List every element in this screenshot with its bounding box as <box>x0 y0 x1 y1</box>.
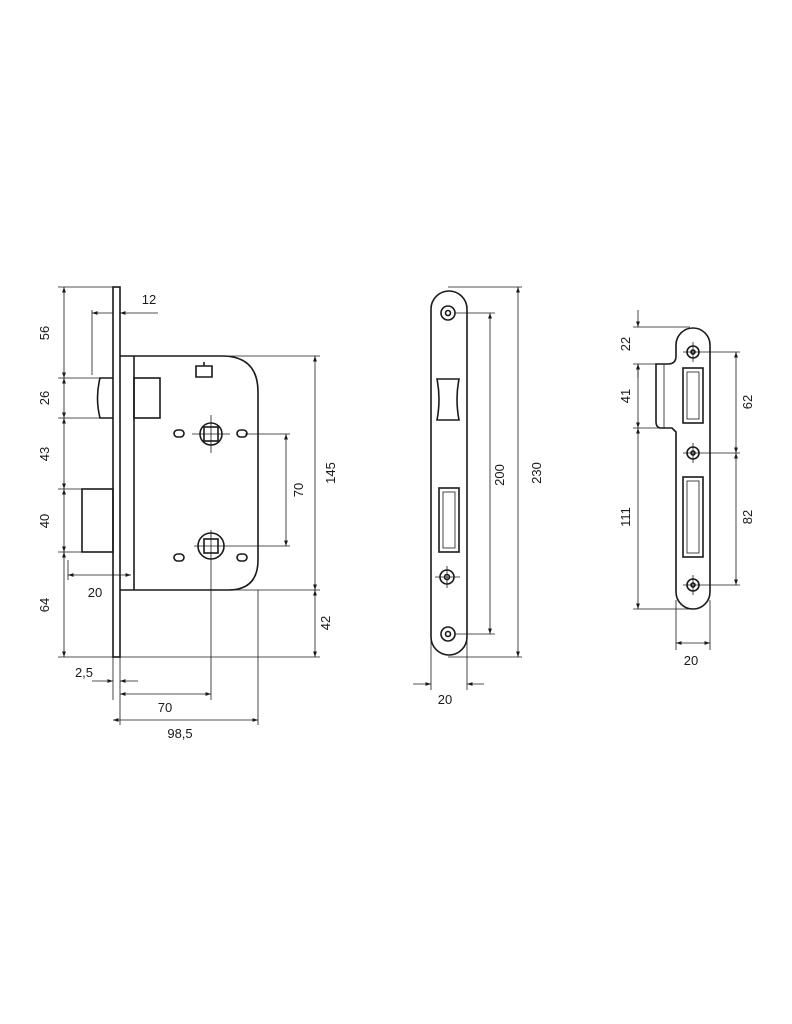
dim-200: 200 <box>492 464 507 486</box>
dim-22: 22 <box>618 337 633 351</box>
dim-20-faceplate: 20 <box>438 692 452 707</box>
turn-hub <box>194 530 290 700</box>
dimension-lines-bottom <box>92 679 258 722</box>
faceplate-dimension-lines <box>413 287 520 686</box>
strike-screw-hole <box>683 443 740 463</box>
latch-bolt-inner <box>133 377 161 419</box>
slot-hole <box>236 429 248 438</box>
slot-hole <box>236 553 248 562</box>
slot-hole <box>173 429 185 438</box>
dim-41: 41 <box>618 389 633 403</box>
dim-40: 40 <box>37 514 52 528</box>
dead-bolt <box>81 488 114 553</box>
dim-230: 230 <box>529 462 544 484</box>
dimension-lines-right <box>284 356 317 657</box>
extension-lines <box>58 286 320 725</box>
latch-bolt <box>96 377 113 419</box>
faceplate-outline <box>430 290 468 656</box>
strike-dimension-lines <box>636 310 738 645</box>
dim-82: 82 <box>740 510 755 524</box>
dim-43: 43 <box>37 447 52 461</box>
follower-hub <box>192 415 230 453</box>
strike-plate-view: 22 41 111 62 82 20 <box>618 310 755 668</box>
slot-hole <box>173 553 185 562</box>
dim-20-lock: 20 <box>88 585 102 600</box>
dim-62: 62 <box>740 395 755 409</box>
screw-hole <box>435 566 460 588</box>
dim-70-horizontal: 70 <box>158 700 172 715</box>
dim-111: 111 <box>618 507 633 527</box>
latch-opening <box>436 378 460 421</box>
screw-hole <box>440 305 456 321</box>
dim-98-5: 98,5 <box>167 726 192 741</box>
dim-70-vertical: 70 <box>291 483 306 497</box>
dimension-lines-left <box>62 287 158 657</box>
lock-case <box>120 355 259 591</box>
strike-latch-opening <box>682 367 704 424</box>
case-notch <box>195 362 213 378</box>
strike-bolt-opening <box>682 476 704 558</box>
dim-12: 12 <box>142 292 156 307</box>
dim-20-strike: 20 <box>684 653 698 668</box>
screw-hole <box>440 626 456 642</box>
strike-extension-lines <box>633 326 711 650</box>
bolt-opening <box>438 487 460 553</box>
dim-64: 64 <box>37 598 52 612</box>
faceplate-view: 200 230 20 <box>413 286 544 707</box>
strike-screw-hole <box>683 342 740 362</box>
dim-26: 26 <box>37 391 52 405</box>
strike-screw-hole <box>683 575 740 595</box>
strike-plate-outline <box>655 327 711 610</box>
dim-56: 56 <box>37 326 52 340</box>
dim-145: 145 <box>323 462 338 484</box>
lock-body-view: 56 26 43 40 64 12 20 70 145 42 2,5 70 98… <box>37 286 338 741</box>
lock-forend-plate <box>112 286 121 658</box>
dim-2-5: 2,5 <box>75 665 93 680</box>
dim-42: 42 <box>318 616 333 630</box>
